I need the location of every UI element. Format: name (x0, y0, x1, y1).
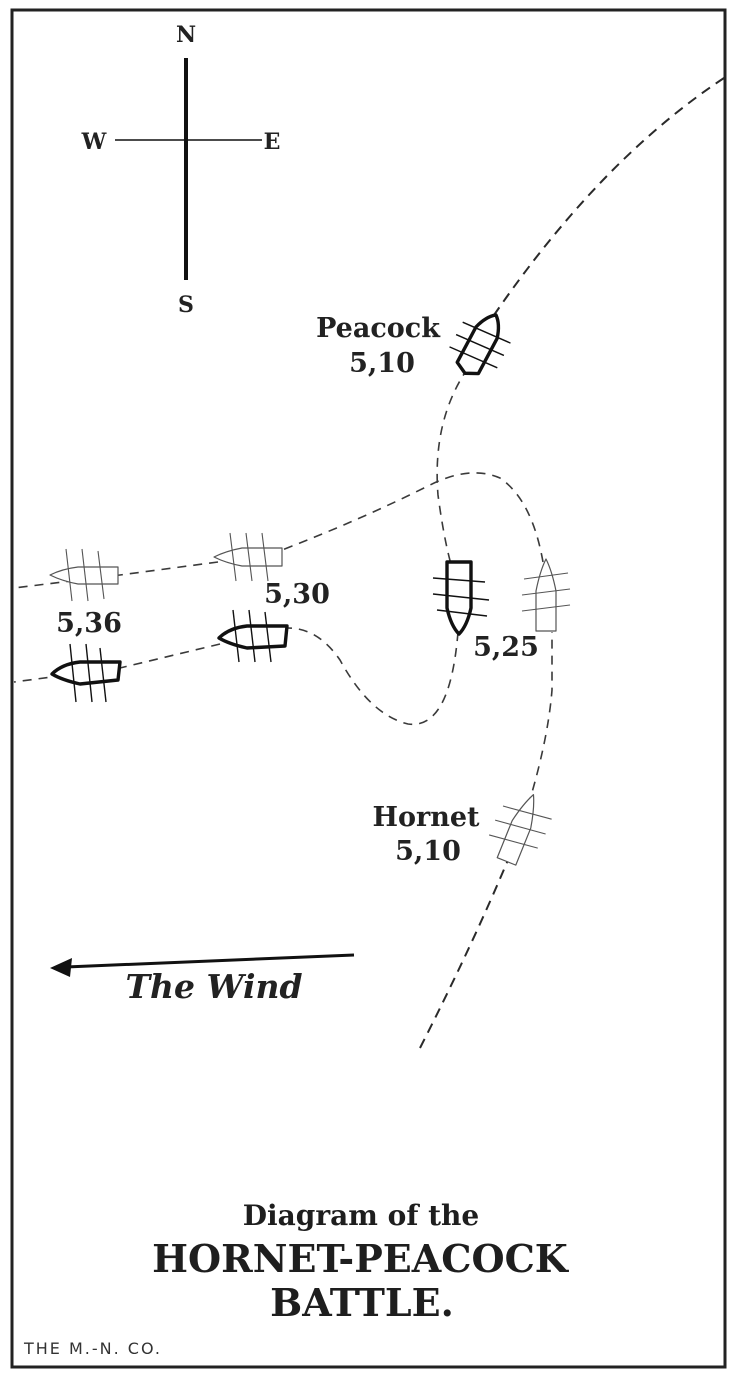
hornet-track-lower (419, 859, 509, 1049)
time-mark-530: 5,30 (264, 579, 330, 610)
hornet-time-label: 5,10 (395, 836, 461, 867)
peacock-track-descent (436, 367, 469, 569)
caption-line-1: Diagram of the (243, 1199, 479, 1232)
compass-north-label: N (176, 22, 196, 48)
peacock-time-label: 5,10 (349, 348, 415, 379)
peacock-name-label: Peacock (316, 313, 441, 344)
compass-east-label: E (264, 129, 281, 155)
time-mark-536: 5,36 (56, 608, 122, 639)
compass-rose: N S W E (81, 22, 281, 318)
hornet-name-label: Hornet (372, 802, 480, 833)
caption-line-3: BATTLE. (270, 1280, 454, 1325)
peacock-ship-510 (449, 313, 511, 376)
hornet-ship-530 (213, 532, 283, 582)
hornet-ship-536 (49, 548, 119, 602)
hornet-ship-525 (521, 558, 571, 632)
peacock-track-loop (287, 627, 459, 726)
wind-label: The Wind (125, 967, 302, 1006)
peacock-track-upper (491, 77, 725, 319)
peacock-ship-525 (432, 560, 490, 636)
diagram-border (10, 8, 727, 1369)
compass-west-label: W (81, 129, 107, 155)
hornet-track-arc (281, 472, 544, 563)
caption-line-2: HORNET-PEACOCK (152, 1236, 570, 1281)
hornet-track-middle (527, 632, 553, 807)
time-mark-525: 5,25 (473, 632, 539, 663)
peacock-ship-530 (217, 609, 289, 663)
wind-arrow (50, 953, 355, 977)
hornet-track-west (13, 561, 219, 589)
publisher-credit: THE M.-N. CO. (23, 1339, 162, 1358)
peacock-ship-536 (50, 643, 122, 703)
hornet-ship-510 (489, 794, 552, 866)
compass-south-label: S (178, 292, 194, 318)
